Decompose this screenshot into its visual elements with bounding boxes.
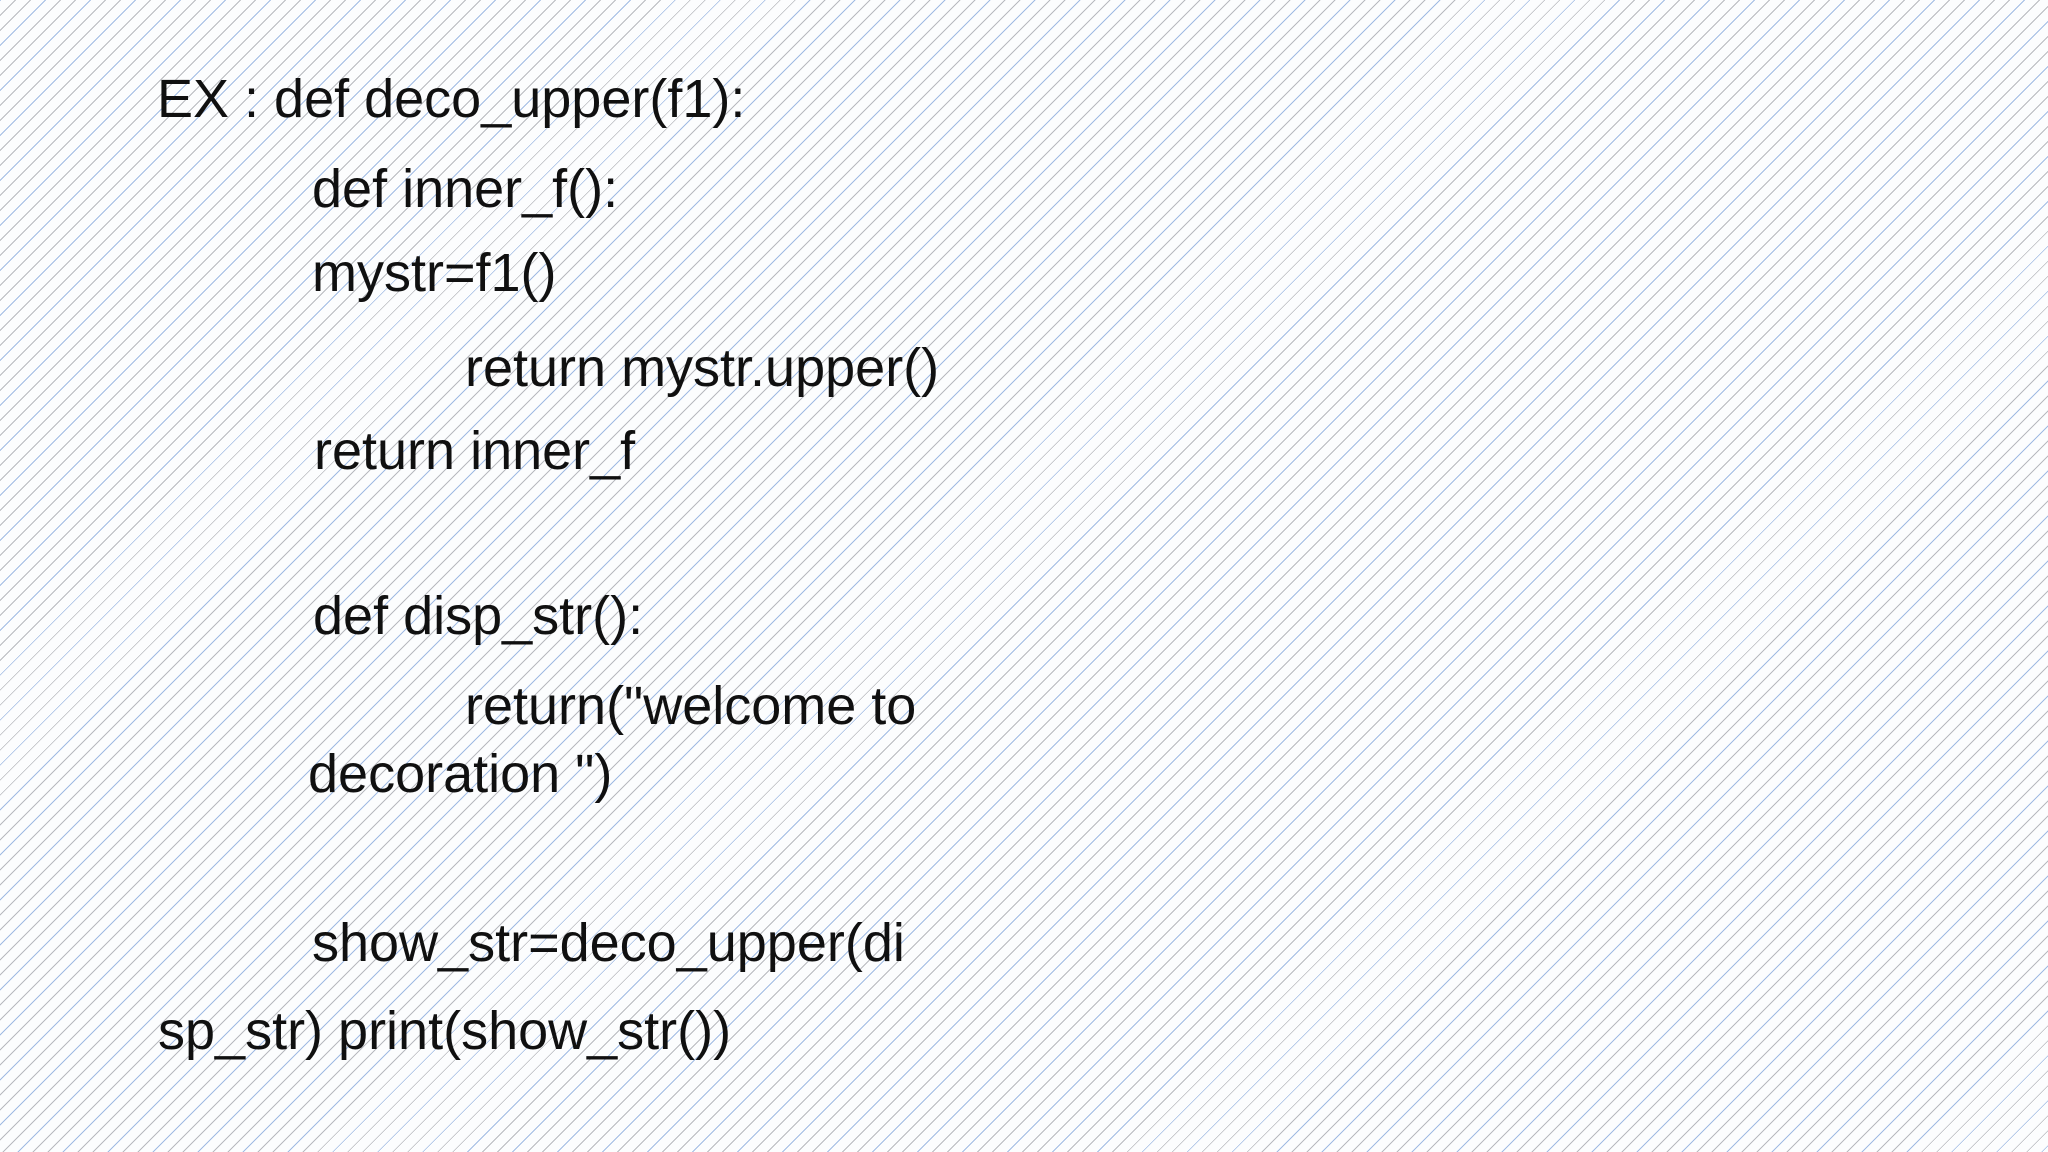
- code-line-def-inner-f: def inner_f():: [312, 159, 619, 219]
- code-line-ex-def-deco-upper: EX : def deco_upper(f1):: [157, 69, 746, 129]
- code-line-show-str-assignment: show_str=deco_upper(di: [312, 913, 905, 973]
- code-line-mystr-assignment: mystr=f1(): [312, 243, 557, 303]
- code-line-return-mystr-upper: return mystr.upper(): [465, 338, 940, 398]
- code-line-return-inner-f: return inner_f: [314, 421, 636, 481]
- code-line-decoration-wrap: decoration "): [308, 744, 613, 804]
- code-line-def-disp-str: def disp_str():: [313, 586, 644, 646]
- code-line-print-show-str: sp_str) print(show_str()): [158, 1001, 732, 1061]
- code-line-return-welcome-to: return("welcome to: [465, 676, 917, 736]
